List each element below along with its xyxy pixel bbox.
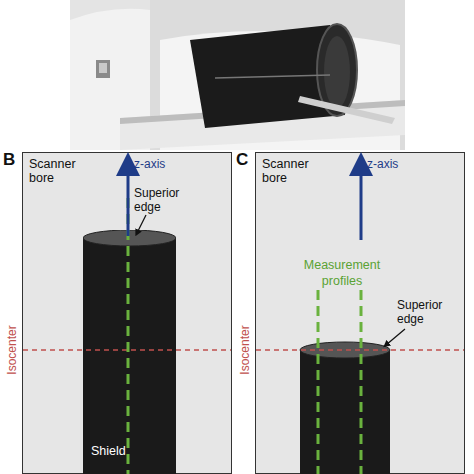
region-label: Scanner bore xyxy=(262,157,322,185)
callout-label: Superior edge xyxy=(134,186,206,214)
axis-label: z-axis xyxy=(134,157,165,171)
scanner-photo xyxy=(0,0,474,152)
scanner-bore: Scanner bore xyxy=(255,152,465,474)
cylinder-outline xyxy=(83,230,176,474)
isocenter-label: Isocenter xyxy=(5,325,19,374)
axis-label: z-axis xyxy=(367,157,398,171)
callout-label: Superior edge xyxy=(397,298,461,326)
shield-cylinder: Shield xyxy=(83,230,176,474)
panel-letter: B xyxy=(3,150,15,170)
profile-label: Measurement profiles xyxy=(292,258,392,289)
isocenter-label: Isocenter xyxy=(238,325,252,374)
panel-letter: C xyxy=(236,150,248,170)
scanner-bore: Scanner boreShield xyxy=(22,152,232,474)
part-label: Shield xyxy=(91,444,161,458)
region-label: Scanner bore xyxy=(29,157,89,185)
